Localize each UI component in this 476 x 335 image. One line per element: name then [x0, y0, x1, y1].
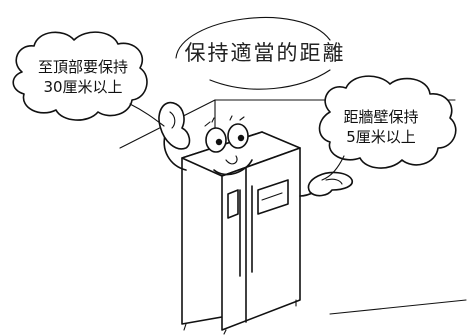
wall-bubble-line1: 距牆壁保持: [343, 108, 419, 126]
wall-clearance-bubble: [318, 75, 457, 181]
top-bubble-line1: 至頂部要保持: [37, 58, 128, 76]
right-eye: [227, 123, 249, 149]
home-bar: [257, 179, 289, 215]
bubble-tail: [321, 155, 345, 181]
fridge-face: [204, 115, 253, 176]
left-eye: [205, 127, 227, 153]
floor-edge: [329, 299, 467, 315]
top-bubble-line2: 30厘米以上: [43, 78, 123, 96]
wall-bubble-line2: 5厘米以上: [346, 128, 416, 146]
fridge-front: [221, 147, 301, 331]
top-clearance-bubble: [12, 31, 165, 127]
mouth-line: [213, 159, 253, 176]
bubble-tail: [129, 103, 165, 127]
smile: [225, 155, 238, 165]
title-text: 保持適當的距離: [184, 41, 346, 65]
right-hand: [307, 171, 354, 197]
refrigerator: [181, 131, 301, 335]
left-arm: [158, 101, 191, 171]
right-arm: [299, 171, 354, 197]
clearance-arc: [175, 16, 331, 90]
water-dispenser: [227, 189, 239, 219]
